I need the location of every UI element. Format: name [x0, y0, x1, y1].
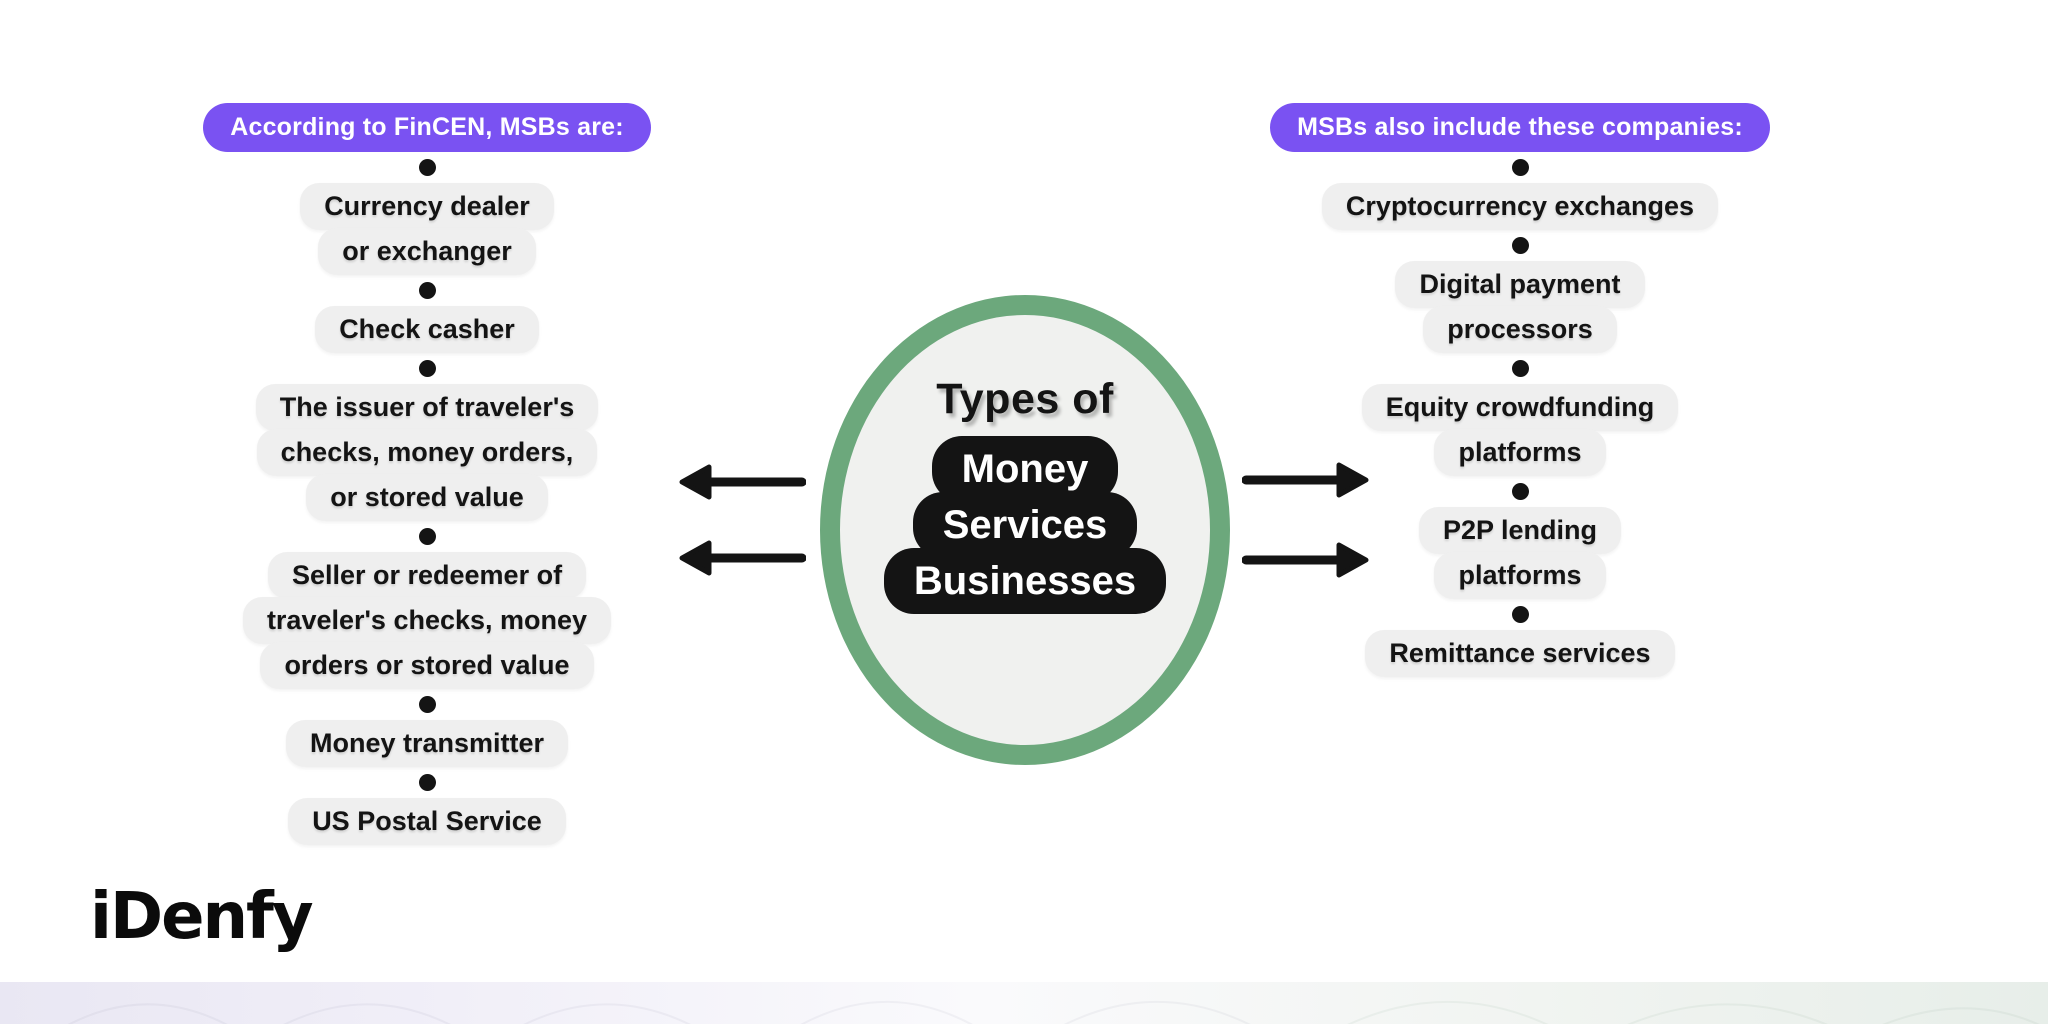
connector-dot-icon: [418, 696, 436, 713]
connector-dot-icon: [1511, 237, 1529, 254]
connector-dot-icon: [1511, 606, 1529, 623]
arrow-right-icon: [1242, 462, 1372, 498]
connector-dot-icon: [418, 282, 436, 299]
idenfy-logo: iDenfy: [90, 880, 314, 954]
connector-dot-icon: [418, 528, 436, 545]
list-item-remittance-services: Remittance services: [1365, 630, 1675, 677]
connector-dot-icon: [418, 774, 436, 791]
center-circle: Types of Money Services Businesses: [820, 295, 1230, 765]
footer-decor-band: [0, 982, 2048, 1024]
list-item-issuer: The issuer of traveler's checks, money o…: [255, 384, 599, 521]
list-item-digital-payment: Digital payment processors: [1395, 261, 1645, 353]
connector-dot-icon: [418, 159, 436, 176]
list-item-currency-dealer: Currency dealer or exchanger: [300, 183, 554, 275]
center-title: Types of: [936, 375, 1114, 423]
msb-companies-column: MSBs also include these companies: Crypt…: [1220, 103, 1820, 677]
arrow-left-icon: [676, 540, 806, 576]
list-item-money-transmitter: Money transmitter: [285, 720, 569, 767]
list-item-seller-redeemer: Seller or redeemer of traveler's checks,…: [242, 552, 612, 689]
list-item-us-postal-service: US Postal Service: [288, 798, 566, 845]
connector-dot-icon: [418, 360, 436, 377]
list-item-crypto-exchanges: Cryptocurrency exchanges: [1321, 183, 1719, 230]
connector-dot-icon: [1511, 159, 1529, 176]
fincen-msb-column: According to FinCEN, MSBs are: Currency …: [127, 103, 727, 845]
connector-dot-icon: [1511, 483, 1529, 500]
right-column-header: MSBs also include these companies:: [1270, 103, 1770, 152]
connector-dot-icon: [1511, 360, 1529, 377]
arrow-left-icon: [676, 464, 806, 500]
left-column-header: According to FinCEN, MSBs are:: [203, 103, 651, 152]
center-subject-blob: Money Services Businesses: [883, 436, 1167, 614]
list-item-p2p-lending: P2P lending platforms: [1418, 507, 1622, 599]
list-item-equity-crowdfunding: Equity crowdfunding platforms: [1361, 384, 1679, 476]
arrow-right-icon: [1242, 542, 1372, 578]
list-item-check-casher: Check casher: [315, 306, 539, 353]
